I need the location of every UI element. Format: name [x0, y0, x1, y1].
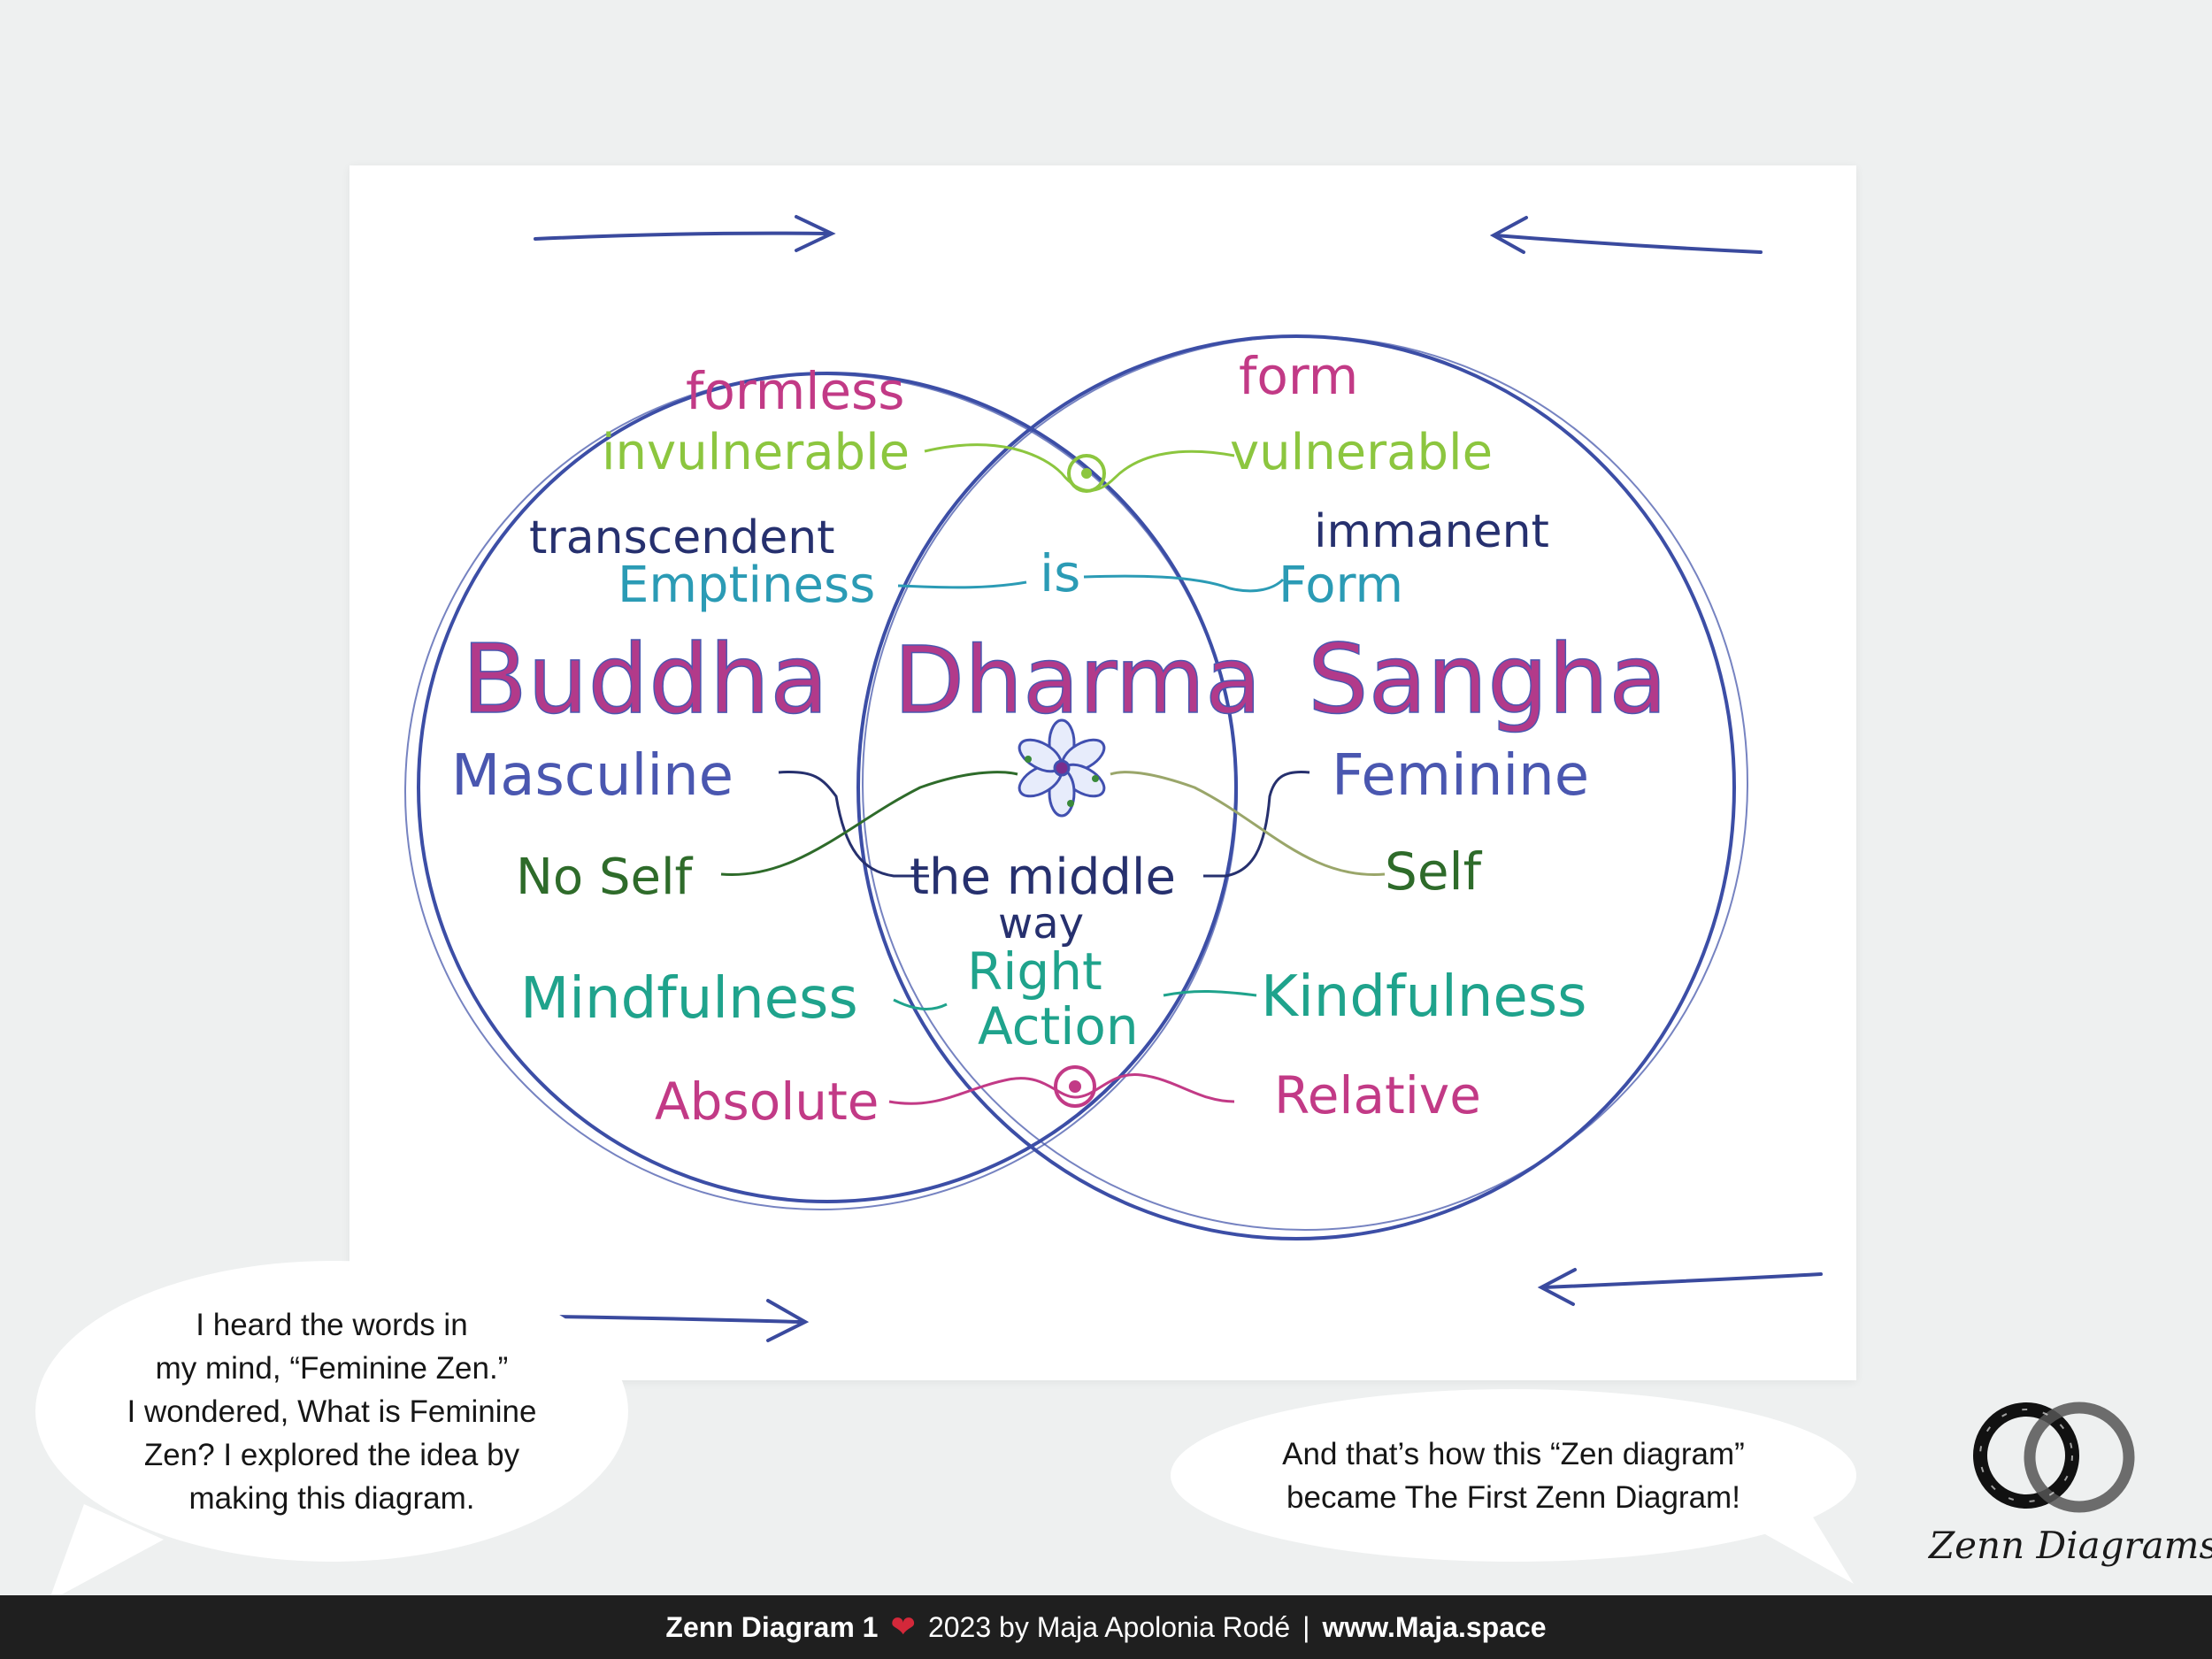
- term-emptiness: Emptiness: [618, 557, 875, 614]
- heart-icon: ❤: [890, 1610, 916, 1644]
- term-no-self: No Self: [516, 849, 694, 906]
- footer-separator: |: [1302, 1610, 1310, 1643]
- zenn-diagrams-logo-icon: [1973, 1402, 2135, 1513]
- term-relative: Relative: [1274, 1065, 1481, 1125]
- connector-lines: [720, 443, 1386, 1105]
- term-form: Form: [1279, 557, 1403, 614]
- term-absolute: Absolute: [655, 1071, 879, 1132]
- footer-credit: 2023 by Maja Apolonia Rodé: [927, 1610, 1291, 1643]
- speech-bubble-left: I heard the words in my mind, “Feminine …: [35, 1261, 628, 1562]
- term-self: Self: [1385, 841, 1483, 902]
- speech-bubble-right-tail: [1743, 1504, 1854, 1584]
- term-the-middle: the middle: [910, 849, 1176, 906]
- term-way: way: [998, 899, 1084, 949]
- arrow-bottom-left-icon: [551, 1299, 810, 1342]
- top-ring-icon: [1067, 454, 1106, 493]
- term-masculine: Masculine: [451, 743, 733, 809]
- term-right: Right: [967, 941, 1102, 1002]
- term-is: is: [1040, 543, 1080, 603]
- term-vulnerable: vulnerable: [1230, 424, 1493, 481]
- speech-bubble-right-text: And that’s how this “Zen diagram” became…: [1282, 1436, 1745, 1515]
- speech-bubble-left-tail: [49, 1504, 164, 1601]
- term-feminine: Feminine: [1332, 743, 1589, 809]
- logo-text: Zenn Diagrams: [1929, 1524, 2212, 1567]
- term-action: Action: [978, 996, 1139, 1056]
- lotus-flower-icon: [1018, 718, 1106, 818]
- term-buddha: Buddha: [462, 625, 828, 735]
- arrow-top-left-icon: [534, 215, 836, 252]
- footer-bar: Zenn Diagram 1 ❤ 2023 by Maja Apolonia R…: [0, 1595, 2212, 1659]
- term-transcendent: transcendent: [529, 511, 835, 565]
- term-dharma: Dharma: [894, 626, 1262, 734]
- term-form-top: form: [1239, 346, 1358, 406]
- term-kindfulness: Kindfulness: [1261, 964, 1586, 1030]
- term-sangha: Sangha: [1308, 625, 1667, 735]
- arrow-bottom-right-icon: [1537, 1268, 1823, 1306]
- arrow-top-right-icon: [1489, 216, 1763, 254]
- term-formless: formless: [686, 361, 904, 421]
- diagram-card: [349, 165, 1856, 1380]
- footer-url-link[interactable]: www.Maja.space: [1322, 1610, 1547, 1643]
- right-circle: [856, 334, 1748, 1240]
- footer-title: Zenn Diagram 1: [665, 1610, 879, 1643]
- speech-bubble-left-text: I heard the words in my mind, “Feminine …: [127, 1307, 537, 1516]
- term-mindfulness: Mindfulness: [520, 966, 858, 1032]
- bottom-ring-icon: [1054, 1065, 1096, 1108]
- term-immanent: immanent: [1314, 505, 1549, 558]
- speech-bubble-right: And that’s how this “Zen diagram” became…: [1171, 1389, 1856, 1562]
- term-invulnerable: invulnerable: [602, 424, 910, 481]
- left-circle: [404, 372, 1238, 1210]
